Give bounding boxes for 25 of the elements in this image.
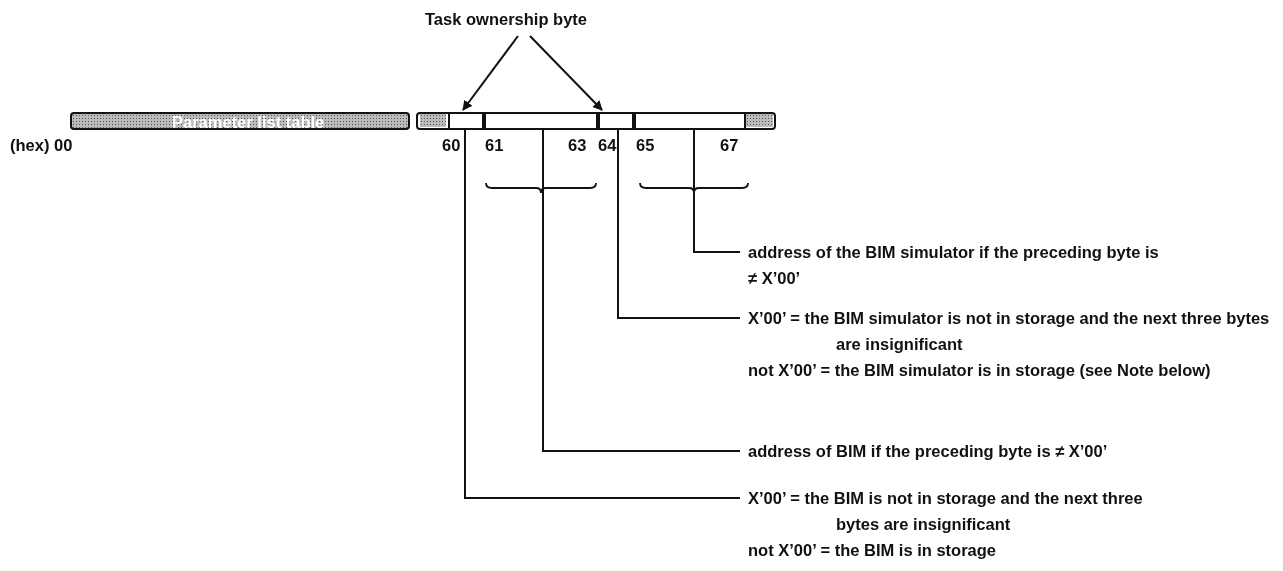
byte-field [484,111,598,130]
arrow [462,35,519,111]
storage-bar [416,112,776,130]
leader-line [617,129,741,319]
offset-number: 63 [568,136,587,155]
leader-line [464,129,741,499]
offset-number: 60 [442,136,461,155]
leader-line [542,129,741,452]
description-text: not X’00’ = the BIM simulator is in storage (see Note below) [748,360,1212,381]
description-text: not X’00’ = the BIM is in storage [748,540,997,561]
offset-number: 65 [636,136,655,155]
byte-field [448,111,484,130]
offset-number: 64 [598,136,617,155]
offset-label: (hex) 00 [10,136,73,155]
table-bar [70,112,410,130]
arrow [529,35,603,111]
byte-field [598,111,634,130]
description-text: address of the BIM simulator if the preceding byte is ≠ X’00’ [748,239,1168,291]
leader-line [693,129,741,253]
byte-field [634,111,746,130]
offset-number: 67 [720,136,739,155]
offset-number: 61 [485,136,504,155]
callout-text: Task ownership byte [425,10,585,32]
bar-label: Parameter list table [172,113,325,132]
description-text: address of BIM if the preceding byte is ≠ X’00’ [748,438,1218,464]
